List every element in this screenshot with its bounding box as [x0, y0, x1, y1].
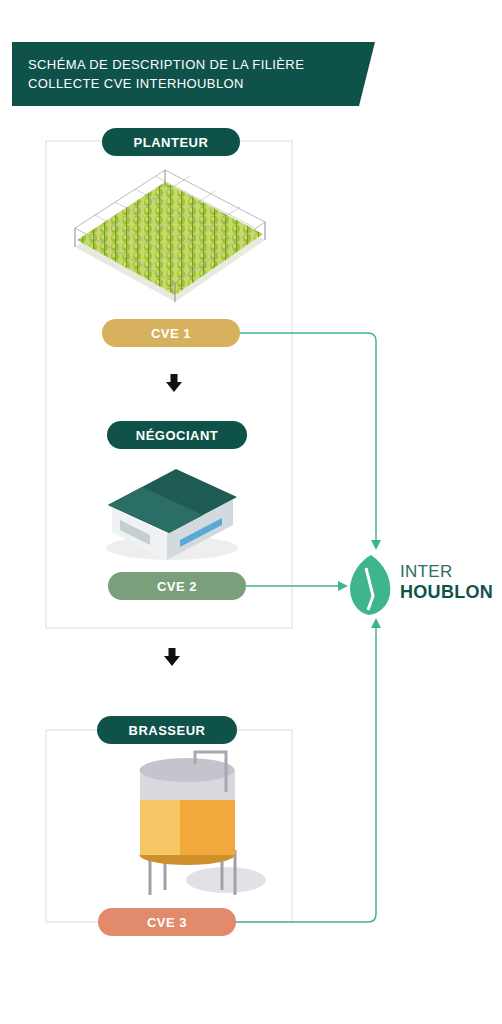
report-line [240, 333, 376, 548]
roof-side [108, 487, 203, 533]
report-connector [236, 620, 376, 922]
logo-word-bold: HOUBLON [400, 582, 493, 603]
tank-shadow [186, 867, 266, 893]
tank-top [140, 758, 235, 782]
pill-label: NÉGOCIANT [136, 428, 219, 443]
trellis-wires [75, 170, 265, 283]
arrowhead [166, 382, 182, 392]
trellis-poles [75, 170, 265, 302]
roof [108, 469, 237, 533]
leaf-shape [350, 555, 390, 615]
beer-level [140, 800, 235, 855]
pill-label: PLANTEUR [134, 135, 209, 150]
trellis-wires [95, 176, 255, 268]
report-connector [246, 586, 346, 587]
report-line [246, 585, 346, 587]
cve-pill: CVE 3 [98, 908, 236, 936]
report-line [236, 620, 376, 922]
actor-pill: PLANTEUR [102, 128, 240, 156]
pill-label: CVE 2 [157, 579, 197, 594]
hop-plants [77, 182, 263, 295]
cve-pill: CVE 1 [102, 319, 240, 347]
title: SCHÉMA DE DESCRIPTION DE LA FILIÈRE COLL… [12, 42, 375, 106]
stage-outline [46, 141, 292, 628]
title-band: SCHÉMA DE DESCRIPTION DE LA FILIÈRE COLL… [12, 42, 375, 106]
leaf-icon [346, 552, 394, 618]
flow-arrow [166, 347, 182, 421]
report-connector [240, 333, 376, 548]
stage-outline [46, 730, 292, 922]
pill-label: CVE 1 [151, 326, 191, 341]
warehouse [106, 469, 238, 560]
leaf-vein [366, 568, 373, 610]
beer-highlight [140, 800, 180, 855]
cve-pill: CVE 2 [108, 572, 246, 600]
brewing-tank [140, 752, 267, 895]
door [120, 520, 150, 545]
hop-field [75, 170, 265, 302]
tank-body [140, 770, 235, 855]
actor-pill: BRASSEUR [97, 716, 237, 744]
logo-word-light: INTER [400, 562, 453, 582]
flow-arrow [164, 600, 180, 716]
actor-pill: NÉGOCIANT [107, 421, 247, 449]
pill-label: CVE 3 [147, 915, 187, 930]
arrowhead [164, 656, 180, 666]
interhoublon-logo: INTERHOUBLON [346, 548, 498, 620]
pill-label: BRASSEUR [129, 723, 206, 738]
tank-pipe [195, 752, 226, 792]
